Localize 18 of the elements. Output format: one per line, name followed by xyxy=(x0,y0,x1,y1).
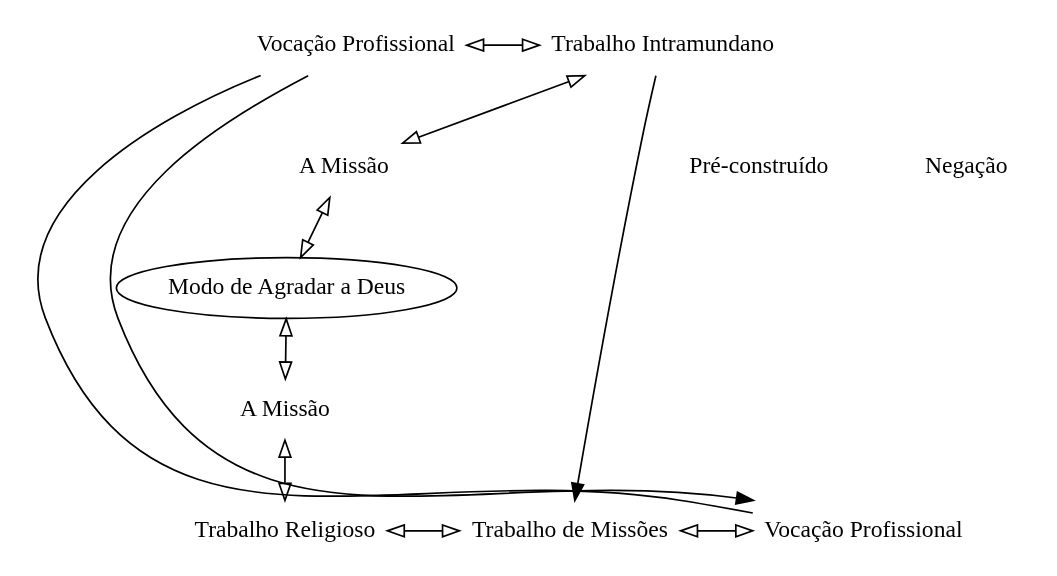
label: Pré-construído xyxy=(688,151,828,178)
node-text: A Missão xyxy=(239,394,330,421)
arrow xyxy=(277,437,292,503)
arrow xyxy=(399,74,587,145)
arrow xyxy=(463,38,542,53)
arrow xyxy=(299,195,331,260)
label: Negação xyxy=(924,151,1008,178)
arrow xyxy=(570,74,657,504)
node-text: Trabalho de Missões xyxy=(471,516,668,543)
node-text: Vocação Profissional xyxy=(763,516,963,543)
arrow xyxy=(384,523,462,538)
node-text: Trabalho Religioso xyxy=(194,516,375,543)
node-ellipse: Modo de Agradar a Deus xyxy=(115,256,458,320)
node-text: Vocação Profissional xyxy=(256,30,455,57)
arrow xyxy=(677,523,755,538)
node-text: A Missão xyxy=(298,151,389,178)
node-text: Trabalho Intramundano xyxy=(550,30,774,57)
arrow xyxy=(278,316,293,382)
